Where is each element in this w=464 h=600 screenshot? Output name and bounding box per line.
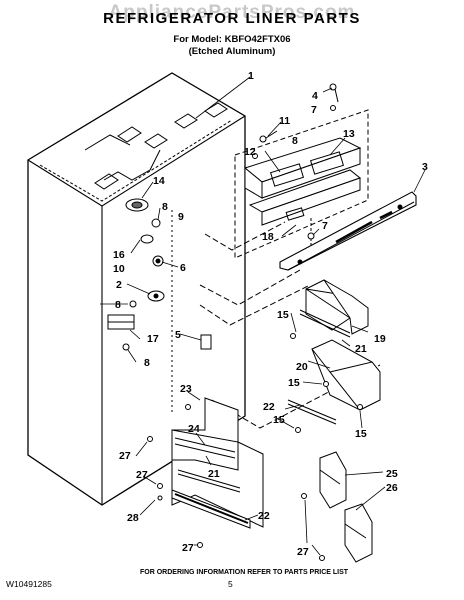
callout-labels: 1 4 7 11 8 13 12 3 14 8 9 16 10 6 2 8 5 … bbox=[113, 70, 428, 558]
liner-cabinet bbox=[27, 72, 246, 506]
callout-7: 7 bbox=[322, 220, 328, 232]
callout-5: 5 bbox=[175, 329, 181, 341]
callout-27: 27 bbox=[119, 450, 131, 462]
callout-8: 8 bbox=[144, 357, 150, 369]
callout-27: 27 bbox=[136, 469, 148, 481]
callout-8: 8 bbox=[115, 299, 121, 311]
callout-26: 26 bbox=[386, 482, 398, 494]
watermark: AppliancePartsPros.com bbox=[108, 2, 356, 23]
callout-6: 6 bbox=[180, 262, 186, 274]
document-number: W10491285 bbox=[6, 579, 52, 589]
crisper-covers bbox=[319, 451, 373, 563]
finish-label: (Etched Aluminum) bbox=[188, 46, 276, 57]
light-assembly bbox=[234, 83, 369, 259]
callout-15: 15 bbox=[355, 428, 367, 440]
callout-10: 10 bbox=[113, 263, 125, 275]
callout-15: 15 bbox=[288, 377, 300, 389]
callout-15: 15 bbox=[277, 309, 289, 321]
callout-8: 8 bbox=[292, 135, 298, 147]
page-title: REFRIGERATOR LINER PARTS bbox=[103, 10, 361, 27]
callout-21: 21 bbox=[355, 343, 367, 355]
ordering-note: FOR ORDERING INFORMATION REFER TO PARTS … bbox=[140, 569, 349, 576]
callout-27: 27 bbox=[297, 546, 309, 558]
callout-17: 17 bbox=[147, 333, 159, 345]
callout-27: 27 bbox=[182, 542, 194, 554]
shelf-supports bbox=[287, 279, 381, 433]
callout-25: 25 bbox=[386, 468, 398, 480]
callout-16: 16 bbox=[113, 249, 125, 261]
callout-21: 21 bbox=[208, 468, 220, 480]
leader-lines bbox=[100, 76, 426, 556]
callout-4: 4 bbox=[312, 90, 318, 102]
callout-24: 24 bbox=[188, 423, 200, 435]
model-number: For Model: KBFO42FTX06 bbox=[173, 34, 291, 45]
callout-18: 18 bbox=[262, 231, 274, 243]
liner-hardware bbox=[107, 198, 212, 351]
callout-28: 28 bbox=[127, 512, 139, 524]
callout-7: 7 bbox=[311, 104, 317, 116]
callout-2: 2 bbox=[116, 279, 122, 291]
callout-3: 3 bbox=[422, 161, 428, 173]
callout-13: 13 bbox=[343, 128, 355, 140]
callout-20: 20 bbox=[296, 361, 308, 373]
callout-15: 15 bbox=[273, 414, 285, 426]
page-number: 5 bbox=[228, 579, 233, 589]
callout-11: 11 bbox=[279, 115, 290, 127]
callout-14: 14 bbox=[153, 175, 165, 187]
callout-22: 22 bbox=[263, 401, 275, 413]
callout-19: 19 bbox=[374, 333, 386, 345]
callout-8: 8 bbox=[162, 201, 168, 213]
callout-22: 22 bbox=[258, 510, 270, 522]
callout-9: 9 bbox=[178, 211, 184, 223]
callout-12: 12 bbox=[244, 146, 256, 158]
callout-1: 1 bbox=[248, 70, 254, 82]
callout-23: 23 bbox=[180, 383, 192, 395]
rail-part bbox=[279, 191, 417, 271]
